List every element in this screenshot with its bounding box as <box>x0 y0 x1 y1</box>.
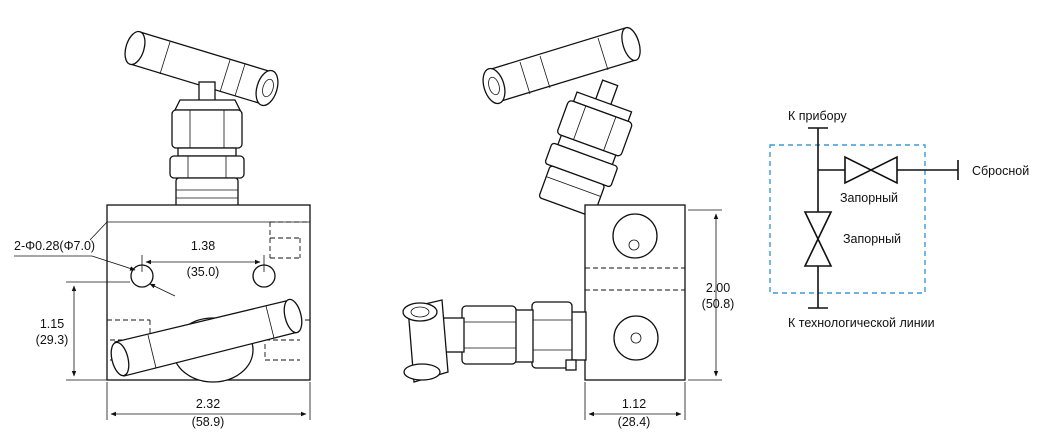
schematic-valve-horizontal <box>844 155 898 185</box>
schematic-valve-v-label: Запорный <box>843 232 901 246</box>
side-port-lower <box>613 315 659 361</box>
front-bonnet <box>169 99 245 223</box>
schematic-bottom-label: К технологической линии <box>788 316 935 330</box>
schematic-right-label: Сбросной <box>972 164 1029 178</box>
hole-callout-label: 2-Φ0.28(Φ7.0) <box>14 239 95 253</box>
schematic-top-label: К прибору <box>788 109 847 123</box>
side-bonnet <box>538 79 633 217</box>
side-width-mm: (28.4) <box>618 415 651 429</box>
front-t-handle <box>124 30 279 107</box>
hole-callout-leader <box>91 255 136 271</box>
front-view: 2-Φ0.28(Φ7.0) 1.38 (35.0) 1.15 (29.3) 2.… <box>14 30 311 429</box>
front-width-in: 2.32 <box>196 397 220 411</box>
side-t-handle <box>482 26 641 105</box>
front-width-mm: (58.9) <box>192 415 225 429</box>
side-height-mm: (50.8) <box>702 297 735 311</box>
side-height-in: 2.00 <box>706 281 730 295</box>
valve-schematic: К прибору Сбросной Запорный Запорный К т… <box>769 109 1029 330</box>
schematic-valve-h-label: Запорный <box>840 191 898 205</box>
side-lower-bonnet <box>402 299 587 383</box>
front-height-in: 1.15 <box>40 317 64 331</box>
schematic-valve-vertical <box>803 211 833 267</box>
hole-spacing-mm: (35.0) <box>187 265 220 279</box>
side-width-in: 1.12 <box>622 397 646 411</box>
side-view: 2.00 (50.8) 1.12 (28.4) <box>402 26 735 429</box>
schematic-boundary-box <box>769 144 926 294</box>
front-height-mm: (29.3) <box>36 333 69 347</box>
side-port-upper <box>612 213 658 259</box>
front-bottom-handle <box>110 298 303 383</box>
hole-spacing-in: 1.38 <box>191 239 215 253</box>
